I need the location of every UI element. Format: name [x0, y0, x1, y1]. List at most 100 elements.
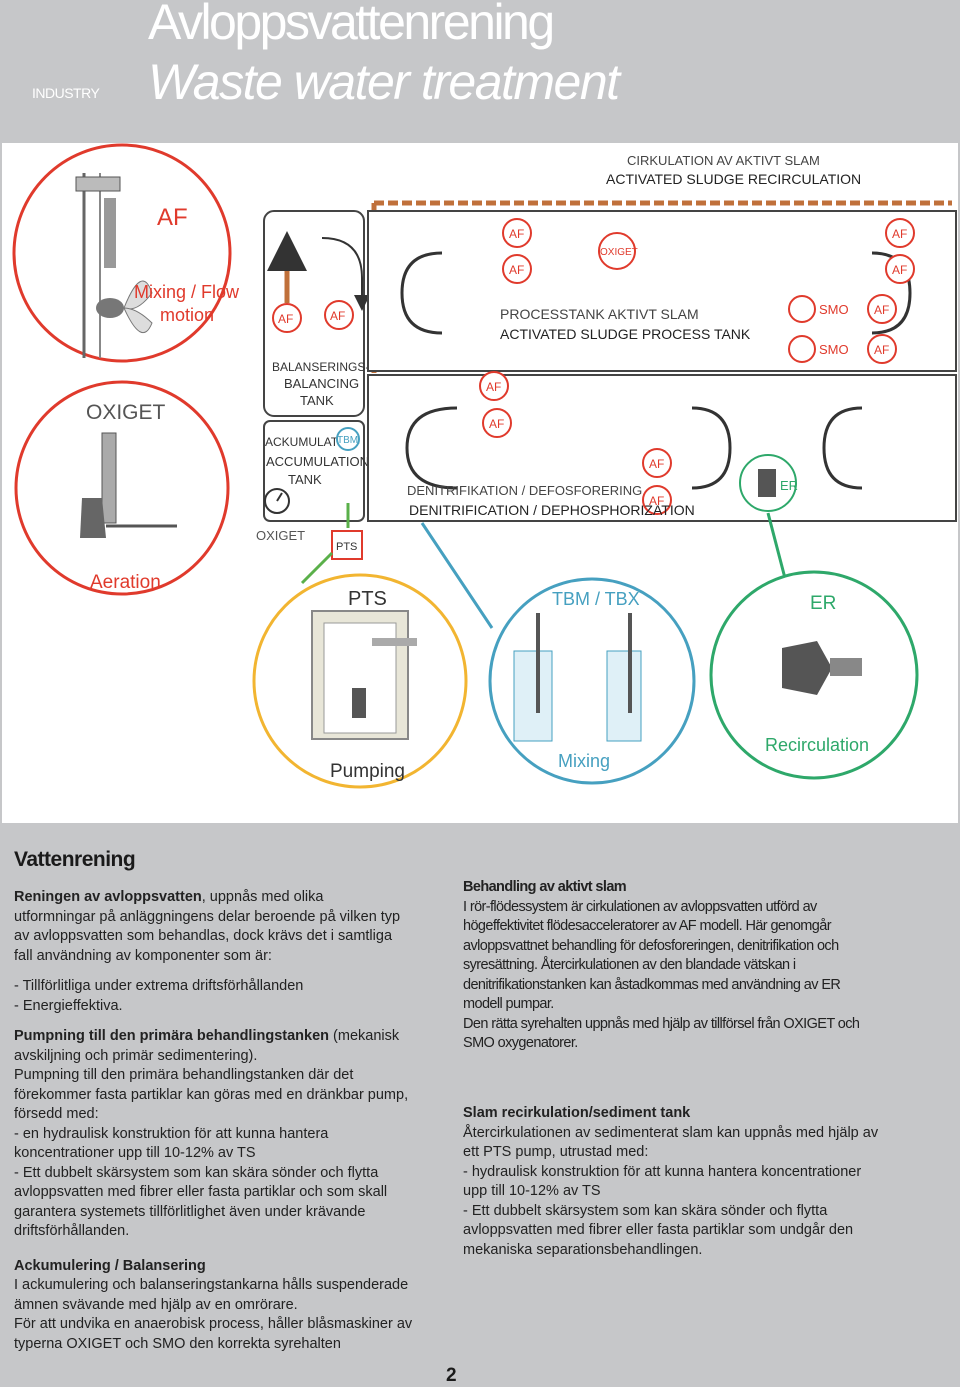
text-line: - Ett dubbelt skärsystem som kan skära s…	[14, 1164, 379, 1181]
pts-pumping-circle: PTS Pumping	[252, 573, 468, 789]
text-line: upp till 10-12% av TS	[463, 1183, 601, 1199]
er-recirculation-circle: ER Recirculation	[709, 570, 919, 780]
denitrification-label-sv: DENITRIFIKATION / DEFOSFORERING	[407, 483, 642, 498]
smo-label: SMO	[819, 342, 849, 357]
sludge-recirculation-heading: Slam recirkulation/sediment tank	[463, 1105, 691, 1121]
oxiget-small-label: OXIGET	[256, 528, 305, 543]
balancing-label-tank: TANK	[300, 393, 334, 408]
af-mixer-circle: AF Mixing / Flow motion	[12, 143, 240, 363]
process-tank-label-sv: PROCESSTANK AKTIVT SLAM	[500, 306, 699, 322]
text-line: - en hydraulisk konstruktion för att kun…	[14, 1125, 329, 1142]
balancing-label-sv: BALANSERINGS-	[272, 360, 369, 374]
recirculation-label-en: ACTIVATED SLUDGE RECIRCULATION	[606, 171, 861, 187]
text-line: avloppsvatten med fibrer eller fasta par…	[463, 1222, 854, 1238]
er-big-label: ER	[810, 593, 836, 614]
pts-small-label: PTS	[336, 541, 357, 553]
text-line: typerna OXIGET och SMO den korrekta syre…	[14, 1335, 341, 1352]
recirculation-pipe: CIRKULATION AV AKTIVT SLAM ACTIVATED SLU…	[371, 153, 952, 373]
er-small-label: ER	[780, 478, 798, 493]
text-line: mekaniska separationsbehandlingen.	[463, 1241, 703, 1258]
af-label: AF	[649, 457, 664, 471]
text-line: , uppnås med olika	[201, 889, 324, 905]
text-line: Återcirkulationen av sedimenterat slam k…	[463, 1124, 879, 1141]
denitrification-tank: AF AF AF AF ER DENITRIFIKATION / DEFOSFO…	[367, 371, 957, 522]
accumulation-heading: Ackumulering / Balansering	[14, 1257, 206, 1274]
text-line: I rör-flödessystem är cirkulationen av a…	[463, 898, 817, 915]
af-big-label: AF	[157, 204, 188, 231]
activated-sludge-heading: Behandling av aktivt slam	[463, 879, 627, 895]
text-line: ämnen svävande med hjälp av en omrörare.	[14, 1296, 298, 1313]
accumulation-label-tank: TANK	[288, 472, 322, 487]
aeration-label: Aeration	[90, 572, 161, 593]
text-line: avloppsvattnet behandling för defosforer…	[463, 937, 839, 954]
balancing-tank: AF AF BALANSERINGS- BALANCING TANK	[263, 210, 370, 417]
left-column: Reningen av avloppsvatten, uppnås med ol…	[14, 888, 444, 1354]
text-line: - Ett dubbelt skärsystem som kan skära s…	[463, 1202, 828, 1219]
text-line: högeffektivitet flödesacceleratorer av A…	[463, 918, 832, 934]
pts-big-label: PTS	[348, 588, 387, 610]
text-line: denitrifikationstanken kan åstadkommas m…	[463, 976, 841, 993]
text-line: koncentrationer upp till 10-12% av TS	[14, 1145, 256, 1161]
af-label: AF	[489, 417, 504, 431]
recirculation-label-sv: CIRKULATION AV AKTIVT SLAM	[627, 153, 820, 168]
oxiget-big-label: OXIGET	[86, 401, 166, 424]
text-line: Den rätta syrehalten uppnås med hjälp av…	[463, 1015, 860, 1032]
oxiget-small-label: OXIGET	[600, 247, 638, 258]
pumping-bold: Pumpning till den primära behandlingstan…	[14, 1028, 330, 1044]
text-line: modell pumpar.	[463, 996, 554, 1012]
activated-sludge-process-tank: AF AF OXIGET AF AF SMO SMO AF AF PROCESS…	[367, 210, 957, 372]
tbm-label: TBM	[337, 435, 358, 446]
af-label: AF	[874, 343, 889, 357]
af-label: AF	[486, 380, 501, 394]
text-line: driftsförhållanden.	[14, 1223, 130, 1239]
right-column: Behandling av aktivt slam I rör-flödessy…	[463, 878, 903, 1054]
text-line: fall användning av komponenter som är:	[14, 947, 272, 964]
accumulation-tank: ACKUMULATOR- ACCUMULATION TANK TBM OXIGE…	[256, 420, 369, 560]
process-diagram: AF Mixing / Flow motion OXIGET Aeration …	[2, 143, 958, 823]
tbm-tbx-mixing-circle: TBM / TBX Mixing	[488, 577, 696, 785]
oxiget-aeration-circle: OXIGET Aeration	[14, 380, 230, 596]
denitrification-label-en: DENITRIFICATION / DEPHOSPHORIZATION	[409, 502, 695, 518]
recirculation-label: Recirculation	[765, 735, 869, 755]
text-line: garantera systemets tillförlitlighet äve…	[14, 1203, 366, 1220]
smo-label: SMO	[819, 302, 849, 317]
af-label: AF	[892, 263, 907, 277]
af-label: AF	[278, 312, 293, 326]
mixing-flow-label-2: motion	[160, 305, 214, 325]
process-tank-label-en: ACTIVATED SLUDGE PROCESS TANK	[500, 326, 751, 342]
page-number: 2	[446, 1365, 457, 1386]
af-label: AF	[649, 494, 664, 508]
text-line: I ackumulering och balanseringstankarna …	[14, 1277, 409, 1293]
pumping-label: Pumping	[330, 761, 405, 782]
text-line: utformningar på anläggningens delar bero…	[14, 908, 401, 925]
text-line: Pumpning till den primära behandlingstan…	[14, 1067, 354, 1083]
text-line: ett PTS pump, utrustad med:	[463, 1144, 649, 1160]
af-label: AF	[509, 263, 524, 277]
af-label: AF	[892, 227, 907, 241]
tbm-tbx-label: TBM / TBX	[552, 589, 640, 609]
title-swedish: Avloppsvattenrening	[148, 0, 555, 50]
right-column-lower: Slam recirkulation/sediment tank Återcir…	[463, 1104, 903, 1260]
text-line: För att undvika en anaerobisk process, h…	[14, 1316, 413, 1332]
bullet-item: - Tillförlitliga under extrema driftsför…	[14, 978, 304, 994]
text-line: avskiljning och primär sedimentering).	[14, 1047, 258, 1064]
text-line: av avloppsvatten som behandlas, dock krä…	[14, 928, 393, 944]
mixing-label: Mixing	[558, 751, 610, 771]
af-label: AF	[330, 309, 345, 323]
industry-label: INDUSTRY	[32, 85, 100, 101]
intro-bold: Reningen av avloppsvatten	[14, 889, 202, 905]
af-label: AF	[509, 227, 524, 241]
mixing-flow-label-1: Mixing / Flow	[134, 282, 240, 302]
page-header: INDUSTRY Avloppsvattenrening Waste water…	[0, 0, 960, 140]
text-line: förekommer fasta partiklar kan göras med…	[14, 1086, 409, 1103]
af-label: AF	[874, 303, 889, 317]
text-line: (mekanisk	[329, 1028, 400, 1044]
text-line: syresättning. Återcirkulationen av den b…	[463, 957, 796, 973]
bullet-item: - Energieffektiva.	[14, 997, 123, 1014]
title-english: Waste water treatment	[148, 54, 620, 110]
section-heading: Vattenrening	[14, 848, 136, 871]
text-line: avloppsvatten med fibrer eller fasta par…	[14, 1184, 388, 1200]
accumulation-label-en: ACCUMULATION	[266, 454, 369, 469]
balancing-label-en: BALANCING	[284, 376, 359, 391]
text-line: - hydraulisk konstruktion för att kunna …	[463, 1163, 862, 1180]
